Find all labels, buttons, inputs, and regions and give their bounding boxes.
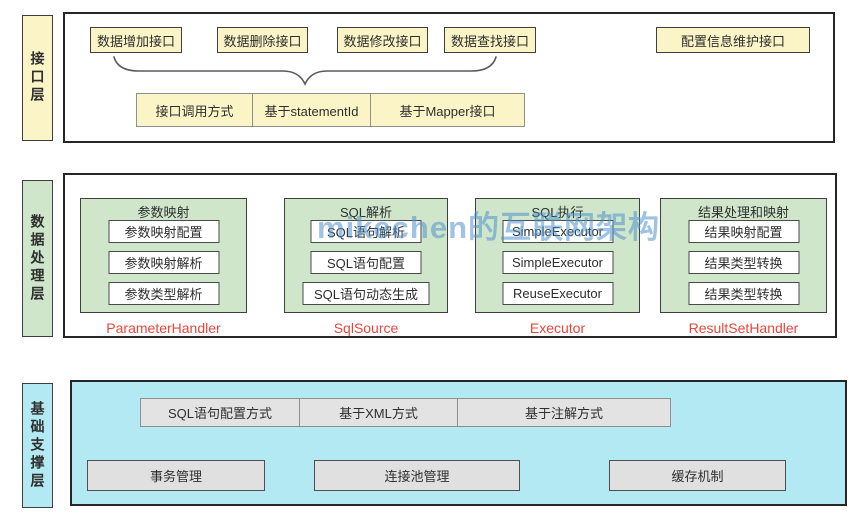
group-item: SimpleExecutor: [502, 251, 613, 274]
group-sql-execution: SQL执行 SimpleExecutor SimpleExecutor Reus…: [475, 198, 640, 313]
group-item: 参数映射解析: [108, 251, 219, 274]
group-item: ReuseExecutor: [502, 282, 613, 305]
group-item: SQL语句解析: [310, 220, 422, 243]
data-processing-layer-container: 参数映射 参数映射配置 参数映射解析 参数类型解析 ParameterHandl…: [63, 173, 837, 338]
group-item: SQL语句动态生成: [302, 282, 430, 305]
sql-config-method-table: SQL语句配置方式 基于XML方式 基于注解方式: [140, 398, 671, 427]
group-item: 结果类型转换: [688, 282, 799, 305]
interface-box-insert: 数据增加接口: [90, 27, 182, 53]
group-title: SQL解析: [339, 205, 392, 220]
group-item: 结果类型转换: [688, 251, 799, 274]
interface-box-config-maintain: 配置信息维护接口: [656, 27, 810, 53]
table-cell-sql-config: SQL语句配置方式: [140, 398, 300, 427]
group-title: 参数映射: [137, 205, 190, 220]
group-parameter-mapping: 参数映射 参数映射配置 参数映射解析 参数类型解析: [80, 198, 247, 313]
table-cell-annotation: 基于注解方式: [457, 398, 671, 427]
curly-brace: [113, 56, 497, 86]
interface-layer-container: 数据增加接口 数据删除接口 数据修改接口 数据查找接口 配置信息维护接口 接口调…: [63, 12, 835, 143]
group-item: 结果映射配置: [688, 220, 799, 243]
interface-layer-label: 接口层: [22, 15, 53, 141]
interface-box-select: 数据查找接口: [444, 27, 536, 53]
group-item: 参数映射配置: [108, 220, 219, 243]
foundation-box-transaction: 事务管理: [87, 460, 265, 491]
interface-call-method-table: 接口调用方式 基于statementId 基于Mapper接口: [136, 93, 525, 127]
handler-label-sqlsource: SqlSource: [333, 320, 399, 336]
group-item: SimpleExecutor: [502, 220, 613, 243]
group-title: SQL执行: [531, 205, 584, 220]
foundation-layer-label: 基础支撑层: [22, 383, 53, 508]
foundation-layer-container: SQL语句配置方式 基于XML方式 基于注解方式 事务管理 连接池管理 缓存机制: [70, 380, 847, 506]
group-item: SQL语句配置: [310, 251, 422, 274]
handler-label-resultsethandler: ResultSetHandler: [688, 320, 799, 336]
data-processing-layer-label: 数据处理层: [22, 180, 53, 337]
table-cell-call-method: 接口调用方式: [136, 93, 253, 127]
foundation-box-cache: 缓存机制: [609, 460, 786, 491]
group-result-handling: 结果处理和映射 结果映射配置 结果类型转换 结果类型转换: [660, 198, 827, 313]
group-item: 参数类型解析: [108, 282, 219, 305]
group-title: 结果处理和映射: [697, 205, 789, 220]
handler-label-parameterhandler: ParameterHandler: [106, 320, 221, 336]
group-sql-parsing: SQL解析 SQL语句解析 SQL语句配置 SQL语句动态生成: [284, 198, 448, 313]
handler-label-executor: Executor: [529, 320, 586, 336]
table-cell-xml: 基于XML方式: [299, 398, 458, 427]
table-cell-statementid: 基于statementId: [252, 93, 371, 127]
interface-box-delete: 数据删除接口: [217, 27, 308, 53]
interface-box-update: 数据修改接口: [337, 27, 428, 53]
foundation-box-connection-pool: 连接池管理: [314, 460, 520, 491]
table-cell-mapper: 基于Mapper接口: [370, 93, 525, 127]
